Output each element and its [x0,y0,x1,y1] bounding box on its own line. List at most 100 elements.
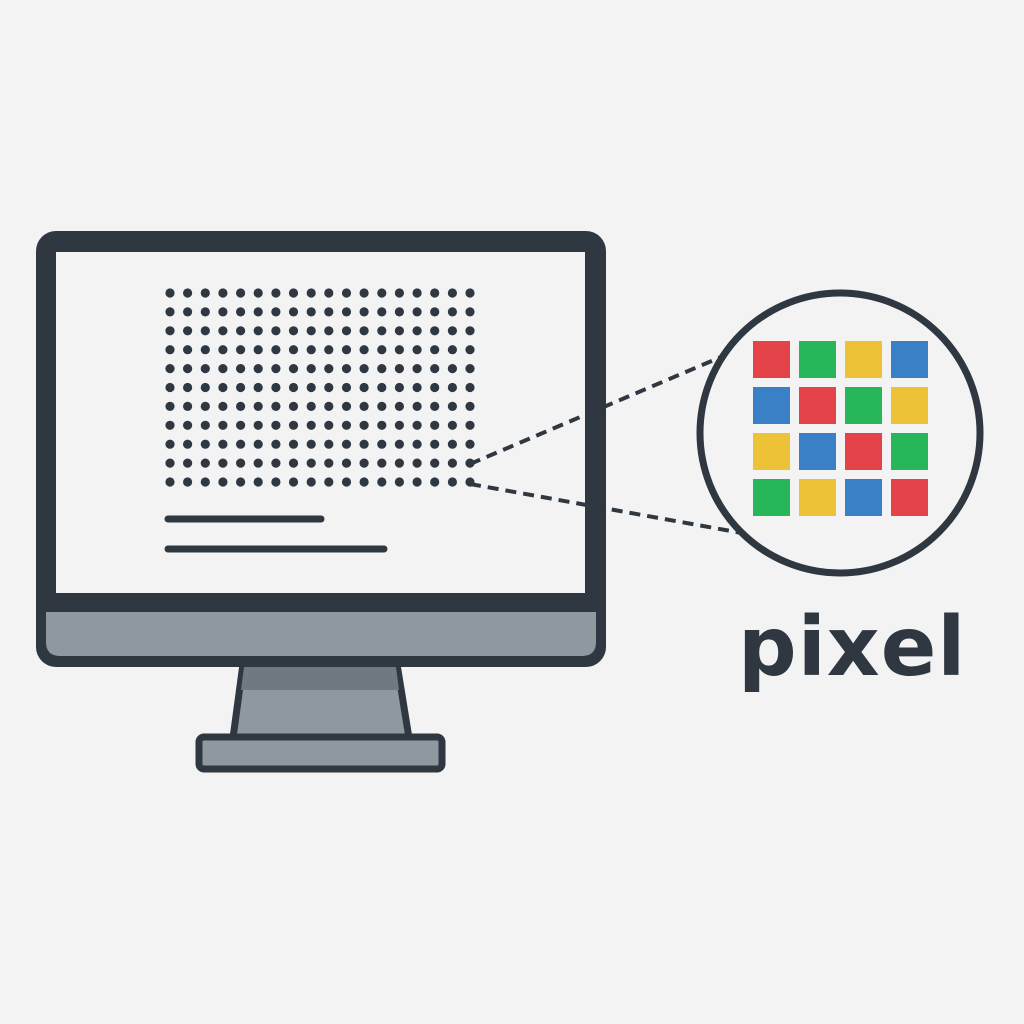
screen-dot [341,288,352,298]
magnifier [696,289,984,577]
screen-dot [306,439,316,449]
screen-dot [271,326,281,336]
screen-dot [412,458,422,468]
screen-dot [412,345,422,355]
screen-dot-matrix [165,288,475,487]
screen-dot [324,458,334,468]
screen-dot [430,326,440,336]
screen-dot [288,326,299,336]
screen-dot [430,364,440,374]
screen-dot [465,420,475,430]
screen-dot [200,401,210,411]
monitor-stand [195,660,446,773]
screen-dot [306,477,316,487]
screen-dot [271,477,281,487]
screen-dot [324,382,334,393]
screen-dot [183,288,193,298]
screen-dot [465,382,475,393]
pixel-square-yellow [799,479,836,516]
screen-dot [165,326,175,336]
pixel-square-red [799,387,836,424]
screen-dot [218,458,228,468]
screen-dot [165,420,175,430]
screen-dot [465,401,475,411]
screen-dot [412,439,422,449]
screen-dot [465,326,475,336]
screen-dot [306,364,316,374]
screen-dot [271,458,281,468]
screen-dot [183,420,193,430]
screen-dot [341,382,352,393]
screen-dot [218,326,228,336]
screen-dot [306,382,316,393]
screen-dot [288,307,299,317]
screen-dot [165,477,175,487]
screen-dot [377,382,387,393]
screen-dot [236,477,246,487]
screen-dot [200,458,210,468]
screen-dot [218,401,228,411]
screen-dot [359,401,369,411]
screen-dot [447,439,457,449]
pixel-square-red [845,433,882,470]
screen-dot [271,345,281,355]
screen-dot [430,477,440,487]
screen-dot [288,364,299,374]
screen-dot [412,364,422,374]
screen-dot [447,401,457,411]
pixel-square-yellow [891,387,928,424]
screen-dot [218,382,228,393]
screen-dot [412,401,422,411]
screen-dot [253,439,263,449]
screen-dot [165,364,175,374]
screen-dot [324,326,334,336]
screen-dot [165,307,175,317]
screen-dot [183,345,193,355]
screen-dot [306,326,316,336]
monitor [36,231,606,667]
screen-dot [200,326,210,336]
screen-dot [218,477,228,487]
screen-dot [412,382,422,393]
screen-dot [359,364,369,374]
screen-dot [183,364,193,374]
screen-dot [236,420,246,430]
screen-dot [430,345,440,355]
screen-dot [236,382,246,393]
zoom-line-top [469,352,729,466]
screen-dot [430,458,440,468]
screen-dot [200,345,210,355]
screen-dot [341,345,352,355]
screen-dot [200,439,210,449]
screen-dot [218,307,228,317]
screen-dot [324,420,334,430]
screen-dot [394,401,404,411]
pixel-square-green [891,433,928,470]
screen-dot [306,401,316,411]
screen-dot [359,345,369,355]
screen-dot [394,382,404,393]
screen-dot [253,401,263,411]
screen-dot [236,326,246,336]
screen-dot [306,288,316,298]
screen-dot [306,420,316,430]
screen-dot [377,420,387,430]
screen-dot [341,458,352,468]
screen-dot [394,477,404,487]
screen-dot [359,307,369,317]
screen-dot [377,401,387,411]
screen-dot [236,345,246,355]
screen-dot [253,326,263,336]
screen-dot [394,420,404,430]
screen-dot [288,401,299,411]
screen-dot [236,458,246,468]
screen-dot [253,307,263,317]
screen-dot [253,288,263,298]
screen-dot [271,439,281,449]
screen-dot [288,439,299,449]
stand-neck-shadow [241,667,399,690]
screen-dot [324,401,334,411]
screen-dot [430,382,440,393]
screen-dot [288,458,299,468]
